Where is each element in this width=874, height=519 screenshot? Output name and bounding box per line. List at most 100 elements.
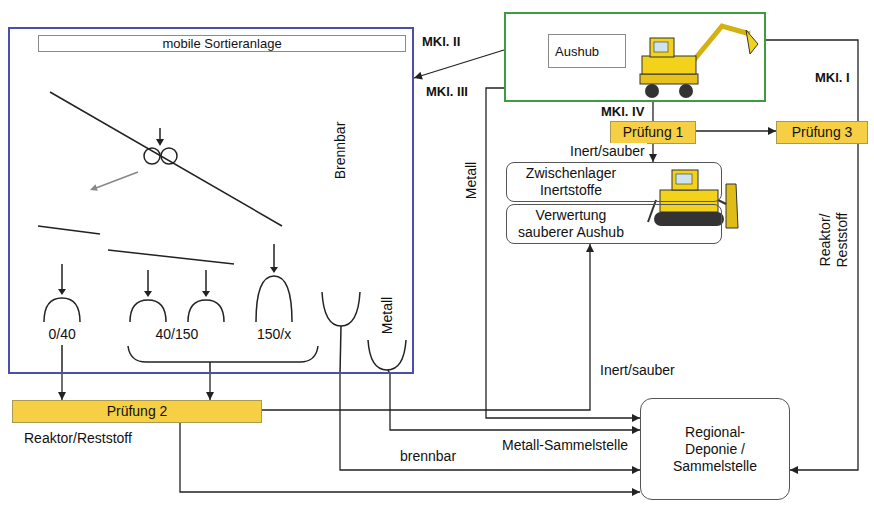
connector xyxy=(696,127,776,135)
bulldozer-cabin xyxy=(672,170,698,190)
connector-line xyxy=(414,50,504,78)
crusher-roll xyxy=(144,148,160,164)
connector xyxy=(790,144,858,474)
connector xyxy=(340,374,640,474)
screen-line xyxy=(108,250,234,264)
flow-arrow xyxy=(159,128,161,140)
flow-arrow xyxy=(273,244,275,268)
connector xyxy=(180,423,640,496)
screen-line xyxy=(38,226,100,234)
node-text: Prüfung 1 xyxy=(615,124,691,141)
edge-label: MKl. I xyxy=(813,70,852,85)
bulldozer-icon xyxy=(648,170,738,228)
node-text: Prüfung 2 xyxy=(17,403,257,420)
excavator-window xyxy=(654,42,668,52)
diagram-label: Metall xyxy=(379,294,396,335)
arrow-head xyxy=(90,184,98,191)
bulldozer-window xyxy=(676,174,692,184)
connector xyxy=(58,374,66,400)
connector xyxy=(206,374,214,400)
connector-line xyxy=(180,423,640,492)
connector-line xyxy=(262,244,590,410)
connector-line xyxy=(340,374,640,470)
arrow-head xyxy=(58,289,66,295)
edge-label: Reaktor/Reststoff xyxy=(22,430,134,447)
connector xyxy=(414,50,504,79)
material-heap xyxy=(130,300,166,322)
edge-label: MKl. III xyxy=(424,84,470,99)
diagram-label: 0/40 xyxy=(47,326,78,343)
flow-arrow xyxy=(96,172,138,188)
excavator-bucket xyxy=(746,30,758,54)
arrow-head xyxy=(649,154,657,162)
test-box: Prüfung 2 xyxy=(12,400,262,423)
container-bowl xyxy=(368,340,406,370)
landfill-box: Regional-Deponie / Sammelstelle xyxy=(640,398,790,500)
connector-line xyxy=(652,102,653,121)
connector-line xyxy=(390,374,640,430)
node-text: Prüfung 3 xyxy=(781,124,863,141)
screen-line xyxy=(50,92,282,226)
excavator-body xyxy=(642,56,696,74)
flow-arrow xyxy=(205,270,207,292)
edge-label: Inert/sauber xyxy=(598,362,677,379)
diagram-label: Brennbar xyxy=(332,119,349,181)
plant-panel: mobile Sortieranlage xyxy=(8,27,414,374)
test-box: Prüfung 3 xyxy=(776,121,868,144)
bracket xyxy=(128,346,318,362)
sorting-plant xyxy=(38,92,406,374)
connector xyxy=(262,244,594,410)
diagram-label: Metall-Sammelstelle xyxy=(500,437,630,454)
bulldozer-body xyxy=(660,190,718,212)
edge-label: Reaktor/ Reststoff xyxy=(817,201,851,279)
test-box: Prüfung 1 xyxy=(610,121,696,144)
arrow-head xyxy=(202,291,210,297)
connector-line xyxy=(696,130,776,131)
arrow-head xyxy=(156,139,164,146)
diagram-label: 40/150 xyxy=(154,326,201,343)
bulldozer-blade xyxy=(726,184,738,228)
edge-label: Inert/sauber xyxy=(568,143,647,160)
material-heap xyxy=(44,298,80,322)
node-text: Zwischenlager Inertstoffe xyxy=(515,165,627,199)
arrow-head xyxy=(790,466,798,474)
excavator-icon xyxy=(640,26,758,98)
flow-arrow xyxy=(147,270,149,292)
connector xyxy=(649,144,657,162)
excavator-chassis xyxy=(640,74,698,84)
container-bowl xyxy=(322,292,360,326)
panel-title: mobile Sortieranlage xyxy=(38,35,406,52)
flow-line xyxy=(340,326,341,374)
arrow-head xyxy=(414,72,423,80)
excavation-panel: Aushub xyxy=(504,12,766,102)
arrow-head xyxy=(632,466,640,474)
diagram-label: Metall xyxy=(463,159,480,200)
excavator-wheel xyxy=(679,84,693,98)
arrow-head xyxy=(632,426,640,434)
excavator-cabin xyxy=(650,38,674,57)
arrow-head xyxy=(144,291,152,297)
arrow-head xyxy=(586,244,594,252)
edge-label: brennbar xyxy=(398,448,458,465)
material-heap xyxy=(188,300,224,322)
arrow-head xyxy=(632,414,640,422)
excavator-wheel xyxy=(645,84,659,98)
storage-box: Verwertung sauberer Aushub xyxy=(506,204,722,244)
connector xyxy=(390,374,640,434)
connector-line xyxy=(790,144,858,470)
panel-title: Aushub xyxy=(548,34,626,68)
bulldozer-track xyxy=(654,212,724,226)
node-text: Verwertung sauberer Aushub xyxy=(515,207,627,241)
flow-line xyxy=(61,345,63,374)
edge-label: MKl. IV xyxy=(599,104,646,119)
storage-box: Zwischenlager Inertstoffe xyxy=(506,162,722,202)
diagram-label: 150/x xyxy=(255,326,293,343)
arrow-head xyxy=(768,127,776,135)
material-heap xyxy=(256,276,292,322)
crusher-roll xyxy=(161,148,177,164)
node-text: Regional-Deponie / Sammelstelle xyxy=(667,424,763,475)
edge-label: MKl. II xyxy=(420,34,462,49)
connector xyxy=(766,40,858,121)
bulldozer-arm xyxy=(718,200,726,204)
